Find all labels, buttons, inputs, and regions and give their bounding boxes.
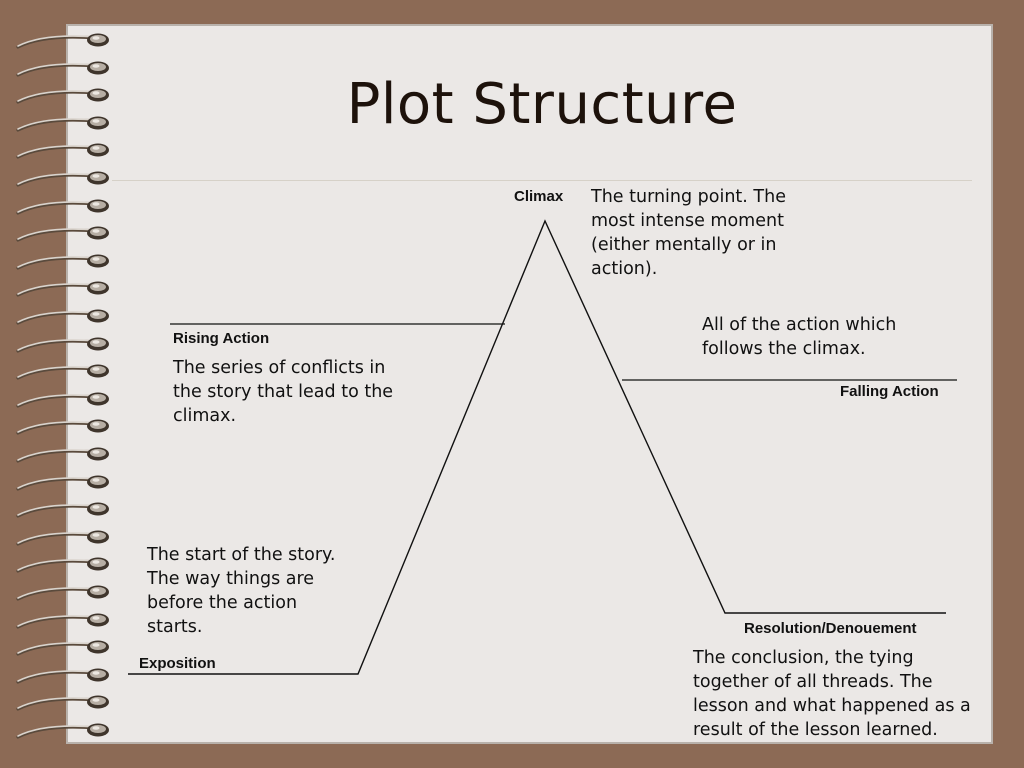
falling-action-description: All of the action which follows the clim…	[702, 313, 896, 361]
climax-description: The turning point. The most intense mome…	[591, 185, 786, 281]
spiral-ring	[16, 309, 109, 325]
spiral-ring	[16, 337, 109, 353]
spiral-ring	[16, 723, 109, 739]
exposition-description: The start of the story. The way things a…	[147, 543, 335, 639]
rising-action-label: Rising Action	[173, 330, 270, 347]
rising-action-description-line: The series of conflicts in	[173, 358, 386, 378]
spiral-ring	[16, 502, 109, 518]
falling-action-description-line: follows the climax.	[702, 339, 866, 359]
spiral-ring	[16, 254, 109, 270]
spiral-ring	[16, 640, 109, 656]
climax-description-line: The turning point. The	[591, 187, 786, 207]
spiral-ring	[16, 613, 109, 629]
falling-action-label: Falling Action	[840, 383, 939, 400]
spiral-ring	[16, 199, 109, 215]
resolution-description-line: The conclusion, the tying	[693, 648, 914, 668]
spiral-ring	[16, 143, 109, 159]
rising-action-description: The series of conflicts in the story tha…	[173, 356, 393, 428]
spiral-ring	[16, 530, 109, 546]
exposition-label: Exposition	[139, 655, 216, 672]
climax-description-line: action).	[591, 259, 658, 279]
exposition-description-line: before the action	[147, 593, 298, 613]
spiral-ring	[16, 419, 109, 435]
spiral-ring	[16, 88, 109, 104]
spiral-ring	[16, 364, 109, 380]
rising-action-description-line: climax.	[173, 406, 237, 426]
notebook-page	[68, 26, 991, 742]
exposition-description-line: The way things are	[147, 569, 315, 589]
resolution-description-line: result of the lesson learned.	[693, 720, 938, 740]
resolution-description-line: together of all threads. The	[693, 672, 933, 692]
falling-action-description-line: All of the action which	[702, 315, 897, 335]
rising-action-description-line: the story that lead to the	[173, 382, 394, 402]
spiral-ring	[16, 226, 109, 242]
spiral-ring	[16, 33, 109, 49]
spiral-ring	[16, 392, 109, 408]
exposition-description-line: starts.	[147, 617, 203, 637]
climax-description-line: (either mentally or in	[591, 235, 777, 255]
exposition-description-line: The start of the story.	[147, 545, 336, 565]
resolution-description-line: lesson and what happened as a	[693, 696, 971, 716]
spiral-ring	[16, 475, 109, 491]
resolution-description: The conclusion, the tying together of al…	[693, 646, 971, 742]
spiral-ring	[16, 695, 109, 711]
spiral-ring	[16, 281, 109, 297]
spiral-ring	[16, 171, 109, 187]
resolution-label: Resolution/Denouement	[744, 620, 917, 637]
plot-line	[128, 219, 946, 675]
climax-label: Climax	[514, 188, 564, 205]
spiral-ring	[16, 585, 109, 601]
spiral-ring	[16, 61, 109, 77]
spiral-ring	[16, 116, 109, 132]
title-divider	[112, 180, 972, 181]
spiral-ring	[16, 447, 109, 463]
spiral-ring	[16, 668, 109, 684]
slide-title: Plot Structure	[346, 72, 738, 137]
spiral-ring	[16, 557, 109, 573]
climax-description-line: most intense moment	[591, 211, 784, 231]
